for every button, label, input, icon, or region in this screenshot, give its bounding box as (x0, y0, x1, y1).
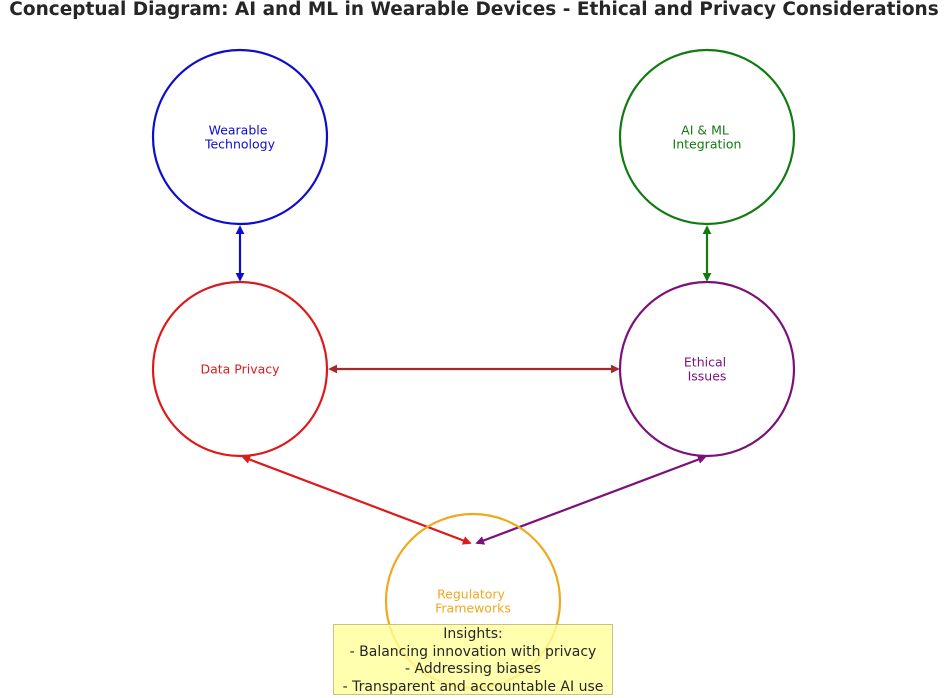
node-ethical-issues: Ethical Issues (618, 280, 796, 458)
node-privacy-label: Data Privacy (200, 362, 280, 377)
insights-item: - Balancing innovation with privacy (349, 643, 597, 660)
node-ethical-circle (618, 280, 796, 458)
edges-layer (235, 225, 712, 545)
node-data-privacy: Data Privacy (151, 280, 329, 458)
diagram-title: Conceptual Diagram: AI and ML in Wearabl… (9, 0, 939, 20)
edge-ethical-regulatory (475, 455, 707, 545)
insights-box: Insights: - Balancing innovation with pr… (333, 624, 613, 695)
node-wearable-label: Wearable Technology (204, 123, 276, 152)
node-wearable-technology: Wearable Technology (151, 48, 329, 226)
node-privacy-circle (151, 280, 329, 458)
node-aiml-circle (618, 48, 796, 226)
insights-heading: Insights: (443, 626, 503, 642)
insights-item: - Addressing biases (405, 661, 541, 677)
edge-privacy-regulatory (241, 455, 472, 545)
insights-item: - Transparent and accountable AI use (342, 678, 604, 695)
node-wearable-circle (151, 48, 329, 226)
node-aiml-label: AI & ML Integration (673, 123, 742, 152)
node-ethical-label: Ethical Issues (684, 355, 730, 384)
node-regulatory-label: Regulatory Frameworks (435, 587, 511, 616)
node-ai-ml-integration: AI & ML Integration (618, 48, 796, 226)
